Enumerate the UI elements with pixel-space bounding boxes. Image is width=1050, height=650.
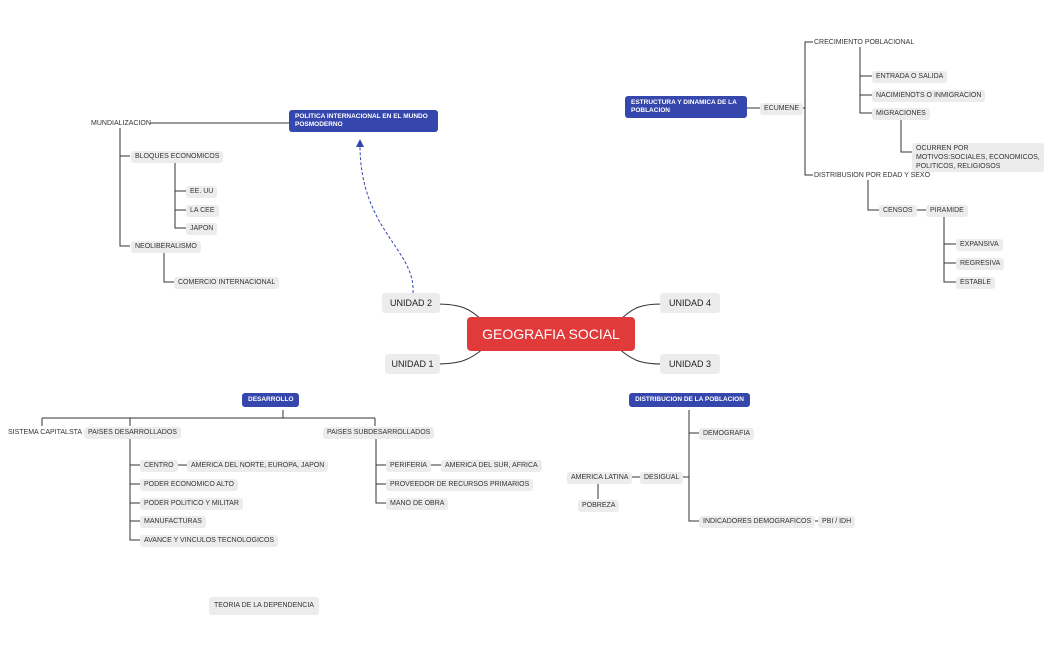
distribucion-edad-sexo-node[interactable]: DISTRIBUSION POR EDAD Y SEXO [814,172,931,179]
eeuu-node[interactable]: EE. UU [186,186,218,198]
motivos-node[interactable]: OCURREN POR MOTIVOS:SOCIALES, ECONOMICOS… [912,143,1044,172]
crecimiento-poblacional-node[interactable]: CRECIMIENTO POBLACIONAL [814,39,915,46]
periferia-node[interactable]: PERIFERIA [386,460,431,472]
unidad-3-node[interactable]: UNIDAD 3 [660,354,720,374]
comercio-internacional-node[interactable]: COMERCIO INTERNACIONAL [174,277,280,289]
unidad-4-node[interactable]: UNIDAD 4 [660,293,720,313]
america-sur-node[interactable]: AMERICA DEL SUR, AFRICA [441,460,542,472]
centro-node[interactable]: CENTRO [140,460,178,472]
manufacturas-node[interactable]: MANUFACTURAS [140,516,206,528]
distribucion-poblacion-header[interactable]: DISTRIBUCION DE LA POBLACION [629,393,750,407]
ecumene-node[interactable]: ECUMENE [760,103,804,115]
politica-internacional-header[interactable]: POLITICA INTERNACIONAL EN EL MUNDO POSMO… [289,110,438,132]
avance-tecnologico-node[interactable]: AVANCE Y VINCULOS TECNOLOGICOS [140,535,279,547]
neoliberalismo-node[interactable]: NEOLIBERALISMO [131,241,201,253]
estable-node[interactable]: ESTABLE [956,277,995,289]
estructura-dinamica-header[interactable]: ESTRUCTURA Y DINAMICA DE LA POBLACION [625,96,747,118]
bloques-economicos-node[interactable]: BLOQUES ECONOMICOS [131,151,224,163]
poder-economico-node[interactable]: PODER ECONOMICO ALTO [140,479,238,491]
central-topic[interactable]: GEOGRAFIA SOCIAL [467,317,635,351]
piramide-node[interactable]: PIRAMIDE [926,205,968,217]
nacimientos-node[interactable]: NACIMIENOTS O INMIGRACION [872,90,986,102]
entrada-salida-node[interactable]: ENTRADA O SALIDA [872,71,948,83]
unidad-1-node[interactable]: UNIDAD 1 [385,354,440,374]
mundializacion-node[interactable]: MUNDIALIZACION [91,120,151,127]
paises-desarrollados-node[interactable]: PAISES DESARROLLADOS [84,427,181,439]
pobreza-node[interactable]: POBREZA [578,500,620,512]
indicadores-demograficos-node[interactable]: INDICADORES DEMOGRAFICOS [699,516,816,528]
desigual-node[interactable]: DESIGUAL [640,472,684,484]
america-norte-node[interactable]: AMERICA DEL NORTE, EUROPA, JAPON [187,460,329,472]
regresiva-node[interactable]: REGRESIVA [956,258,1005,270]
censos-node[interactable]: CENSOS [879,205,917,217]
migraciones-node[interactable]: MIGRACIONES [872,108,930,120]
sistema-capitalista-node[interactable]: SISTEMA CAPITALSTA [8,429,83,436]
demografia-node[interactable]: DEMOGRAFIA [699,428,755,440]
mano-de-obra-node[interactable]: MANO DE OBRA [386,498,449,510]
poder-politico-node[interactable]: PODER POLITICO Y MILITAR [140,498,243,510]
paises-subdesarrollados-node[interactable]: PAISES SUBDESARROLLADOS [323,427,435,439]
japon-node[interactable]: JAPON [186,223,218,235]
pbi-idh-node[interactable]: PBI / IDH [818,516,856,528]
expansiva-node[interactable]: EXPANSIVA [956,239,1003,251]
teoria-dependencia-node[interactable]: TEORIA DE LA DEPENDENCIA [209,597,319,615]
la-cee-node[interactable]: LA CEE [186,205,219,217]
desarrollo-header[interactable]: DESARROLLO [242,393,299,407]
unidad-2-node[interactable]: UNIDAD 2 [382,293,440,313]
america-latina-node[interactable]: AMERICA LATINA [567,472,633,484]
proveedor-recursos-node[interactable]: PROVEEDOR DE RECURSOS PRIMARIOS [386,479,534,491]
